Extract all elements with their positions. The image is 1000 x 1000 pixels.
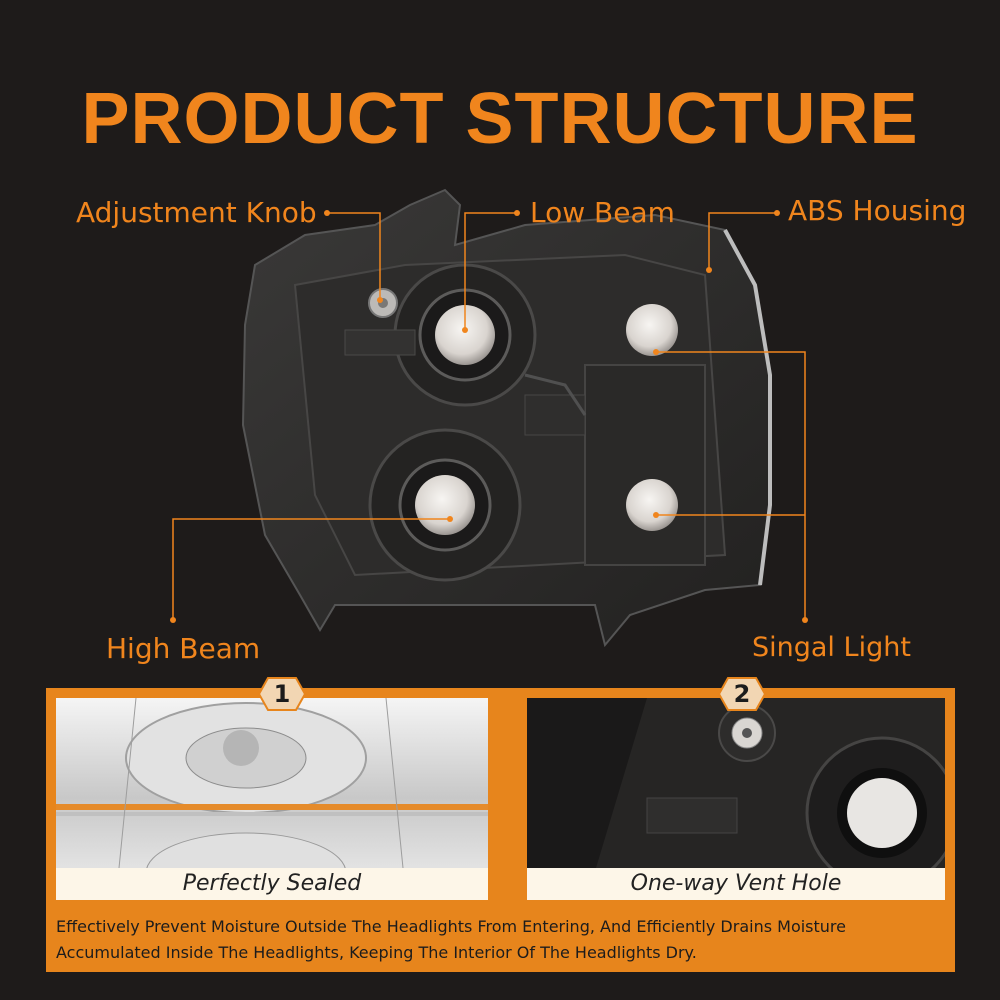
feature-panel: Perfectly Sealed 1 One-way Vent Hole 2 E… bbox=[46, 677, 955, 972]
page-title: PRODUCT STRUCTURE bbox=[81, 79, 919, 159]
feature-description: Effectively Prevent Moisture Outside The… bbox=[56, 917, 846, 962]
label-high-beam: High Beam bbox=[106, 632, 261, 665]
label-low-beam: Low Beam bbox=[530, 196, 675, 229]
feature-photo-vent bbox=[527, 698, 945, 898]
badge-2: 2 bbox=[717, 677, 767, 711]
label-adjustment-knob: Adjustment Knob bbox=[76, 196, 317, 229]
badge-number: 2 bbox=[733, 680, 751, 708]
label-abs-housing: ABS Housing bbox=[788, 194, 967, 227]
badge-number: 1 bbox=[273, 680, 291, 708]
callout-lines bbox=[170, 210, 808, 623]
caption-vent: One-way Vent Hole bbox=[527, 868, 945, 900]
label-signal-light: Singal Light bbox=[752, 632, 911, 663]
caption-sealed: Perfectly Sealed bbox=[56, 868, 488, 900]
badge-1: 1 bbox=[257, 677, 307, 711]
headlight-image bbox=[241, 188, 772, 648]
